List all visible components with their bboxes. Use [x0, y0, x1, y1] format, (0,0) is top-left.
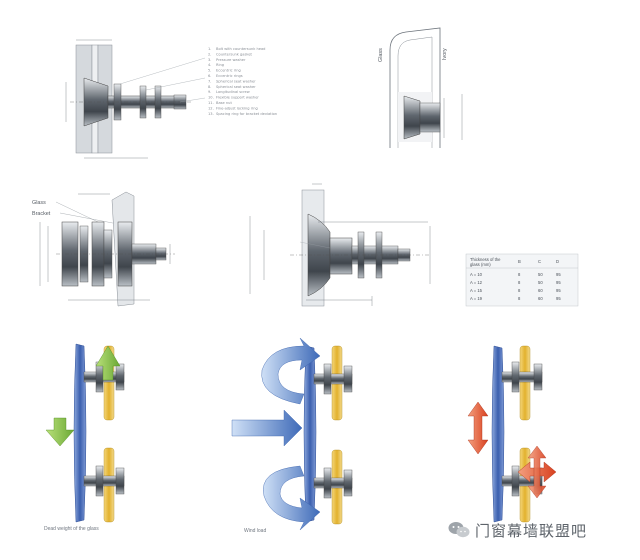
- parts-list: 1. Bolt with countersunk head 2. Countersun…: [208, 47, 277, 116]
- parts-list-item: Pressure washer: [216, 58, 246, 62]
- parts-list-number: 4.: [208, 63, 211, 67]
- parts-list-number: 3.: [208, 58, 211, 62]
- parts-list-number: 6.: [208, 74, 211, 78]
- table-cell: 60: [538, 296, 543, 301]
- table-cell: 8: [518, 272, 521, 277]
- table-cell: 50: [538, 272, 543, 277]
- glass-pane: [73, 343, 87, 523]
- fitting-section-drawing: [65, 39, 206, 159]
- guide-line: [299, 241, 331, 249]
- gap-label: Ivory: [442, 48, 448, 60]
- fitting-top: [501, 361, 543, 393]
- table-header-cell: Thickness of the: [470, 257, 501, 262]
- parts-list-item: Flexible support washer: [216, 96, 259, 100]
- table-cell: 60: [538, 288, 543, 293]
- parts-list-item: Longitudinal screw: [216, 90, 250, 94]
- parts-list-number: 2.: [208, 52, 211, 56]
- parts-list-item: Eccentric rings: [216, 74, 243, 78]
- parts-list-item: Fine-adjust locking ring: [216, 106, 258, 110]
- parts-list-number: 9.: [208, 90, 211, 94]
- glass-pane: [303, 345, 317, 523]
- table-cell: A = 12: [470, 280, 483, 285]
- bolt-shank: [419, 102, 441, 133]
- parts-list-item: Base nut: [216, 101, 232, 105]
- fitting-bottom: [83, 465, 125, 497]
- countersunk-bolt-head: [83, 77, 109, 127]
- watermark: 门窗幕墙联盟吧: [448, 518, 633, 542]
- parts-list-number: 7.: [208, 79, 211, 83]
- parts-list-item: Spherical seat washer: [216, 85, 256, 89]
- parts-list-number: 5.: [208, 69, 211, 73]
- leader-line: [55, 201, 99, 223]
- table-cell: 8: [518, 296, 521, 301]
- movement-illustration: [467, 345, 557, 523]
- parts-list-item: Eccentric ring: [216, 69, 241, 73]
- parts-list-number: 10.: [208, 96, 214, 100]
- dead-weight-caption: Dead weight of the glass: [44, 526, 99, 532]
- leader-line: [59, 212, 119, 225]
- dead-weight-illustration: Dead weight of the glass: [44, 343, 125, 532]
- vertical-small-arrow-icon: [527, 445, 547, 499]
- table-cell: 95: [556, 296, 561, 301]
- leader-line: [145, 77, 206, 91]
- parts-list-number: 8.: [208, 85, 211, 89]
- leader-line: [179, 97, 206, 103]
- table-cell: 8: [518, 280, 521, 285]
- body: [329, 237, 353, 275]
- parts-list-item: Bolt with countersunk head: [216, 47, 265, 51]
- wind-swirl-top-icon: [261, 337, 321, 405]
- down-arrow-icon: [45, 417, 75, 447]
- wechat-logo-icon: [448, 522, 470, 538]
- table-header-cell: D: [556, 259, 559, 264]
- table-header-cell: C: [538, 259, 541, 264]
- table-header-cell: B: [518, 259, 521, 264]
- fitting-bottom: [313, 467, 353, 499]
- parts-list-item: Countersunk gasket: [216, 52, 253, 56]
- table-cell: A = 15: [470, 288, 483, 293]
- leader-line: [119, 57, 206, 85]
- table-cell: 50: [538, 280, 543, 285]
- vertical-double-arrow-icon: [467, 401, 489, 455]
- bracket-label: Bracket: [32, 211, 51, 217]
- table-cell: 95: [556, 288, 561, 293]
- wind-load-illustration: Wind load: [231, 337, 353, 534]
- glass-edge-detail: Glass Ivory: [378, 27, 463, 148]
- table-cell: 95: [556, 280, 561, 285]
- table-header-cell: glass (mm): [470, 262, 491, 267]
- parts-list-item: Spacing ring for bracket deviation: [216, 112, 277, 116]
- parts-list-number: 11.: [208, 101, 214, 105]
- glass-label: Glass: [32, 200, 46, 206]
- glass-edge-outline: [389, 27, 441, 148]
- table-cell: 95: [556, 272, 561, 277]
- table-background: [465, 253, 579, 307]
- parts-list-item: Spherical seat washer: [216, 79, 256, 83]
- countersunk-bolt: [403, 95, 421, 140]
- parts-list-item: Ring: [216, 63, 224, 67]
- up-arrow-icon: [95, 345, 121, 381]
- glass-pane: [491, 345, 505, 523]
- parts-list-number: 13.: [208, 112, 214, 116]
- bracket-assembly: Glass Bracket: [32, 191, 175, 307]
- parts-list-number: 1.: [208, 47, 211, 51]
- bracket-arm-top: [519, 345, 531, 421]
- wind-load-caption: Wind load: [244, 528, 266, 534]
- parts-list-number: 12.: [208, 106, 214, 110]
- table-cell: A = 10: [470, 272, 483, 277]
- wind-swirl-bottom-icon: [263, 465, 321, 531]
- glass-label: Glass: [378, 48, 384, 62]
- wind-arrow-icon: [231, 409, 303, 447]
- glass-inner-outline: [397, 36, 433, 148]
- fitting-dimension-drawing: [249, 183, 431, 307]
- table-cell: 8: [518, 288, 521, 293]
- watermark-text: 门窗幕墙联盟吧: [475, 521, 588, 540]
- table-cell: A = 19: [470, 296, 483, 301]
- fitting-top: [313, 363, 353, 395]
